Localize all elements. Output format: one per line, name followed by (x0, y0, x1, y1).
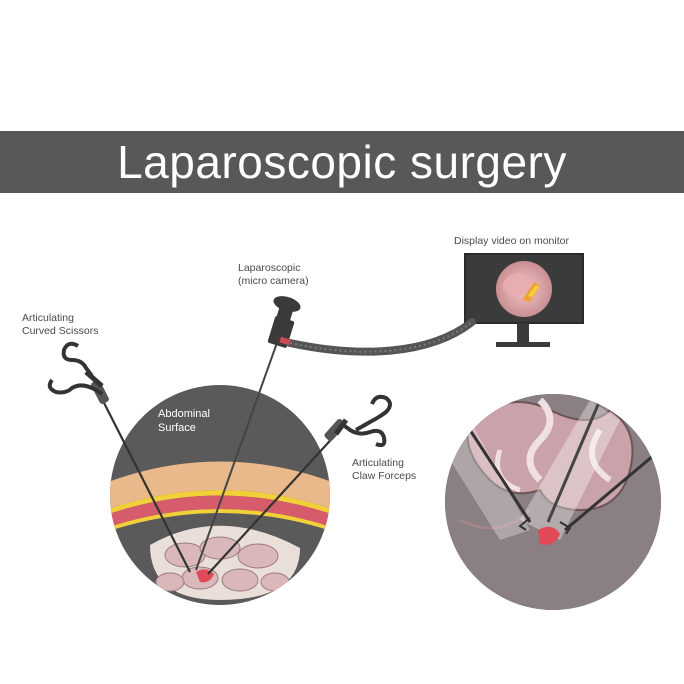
scissors-handle-ring-bottom (47, 378, 104, 396)
internal-view-zoom (445, 394, 661, 610)
abdominal-cross-section (110, 385, 330, 605)
monitor-video-tissue (502, 272, 532, 297)
forceps-handle-ring-top (355, 394, 392, 432)
laparoscope-camera (195, 296, 301, 571)
curved-scissors (47, 341, 191, 573)
label-scissors-line1: Articulating (22, 312, 74, 324)
monitor (464, 253, 584, 347)
monitor-stand-neck (517, 323, 529, 342)
label-abdominal-line2: Surface (158, 422, 196, 434)
scissors-handle-ring-top (61, 341, 94, 378)
camera-cable (286, 318, 476, 356)
label-abdominal-line1: Abdominal (158, 408, 210, 420)
monitor-stand-base (496, 342, 550, 347)
light-beam-left (450, 420, 530, 540)
muscle-layer (110, 495, 330, 530)
organ-tissue (459, 397, 634, 530)
label-scissors-line2: Curved Scissors (22, 325, 98, 337)
title-banner: Laparoscopic surgery (0, 131, 684, 193)
label-monitor: Display video on monitor (454, 235, 569, 247)
forceps-handle-ring-bottom (340, 422, 387, 448)
label-forceps-line1: Articulating (352, 457, 404, 469)
zoom-target (538, 526, 560, 545)
claw-forceps (207, 394, 392, 575)
label-camera-line2: (micro camera) (238, 275, 309, 287)
camera-cable-texture (289, 321, 473, 353)
label-camera-line1: Laparoscopic (238, 262, 300, 274)
label-forceps-line2: Claw Forceps (352, 470, 416, 482)
abdominal-wall (110, 461, 330, 512)
monitor-video-highlight (528, 285, 539, 297)
page-title: Laparoscopic surgery (117, 136, 567, 188)
